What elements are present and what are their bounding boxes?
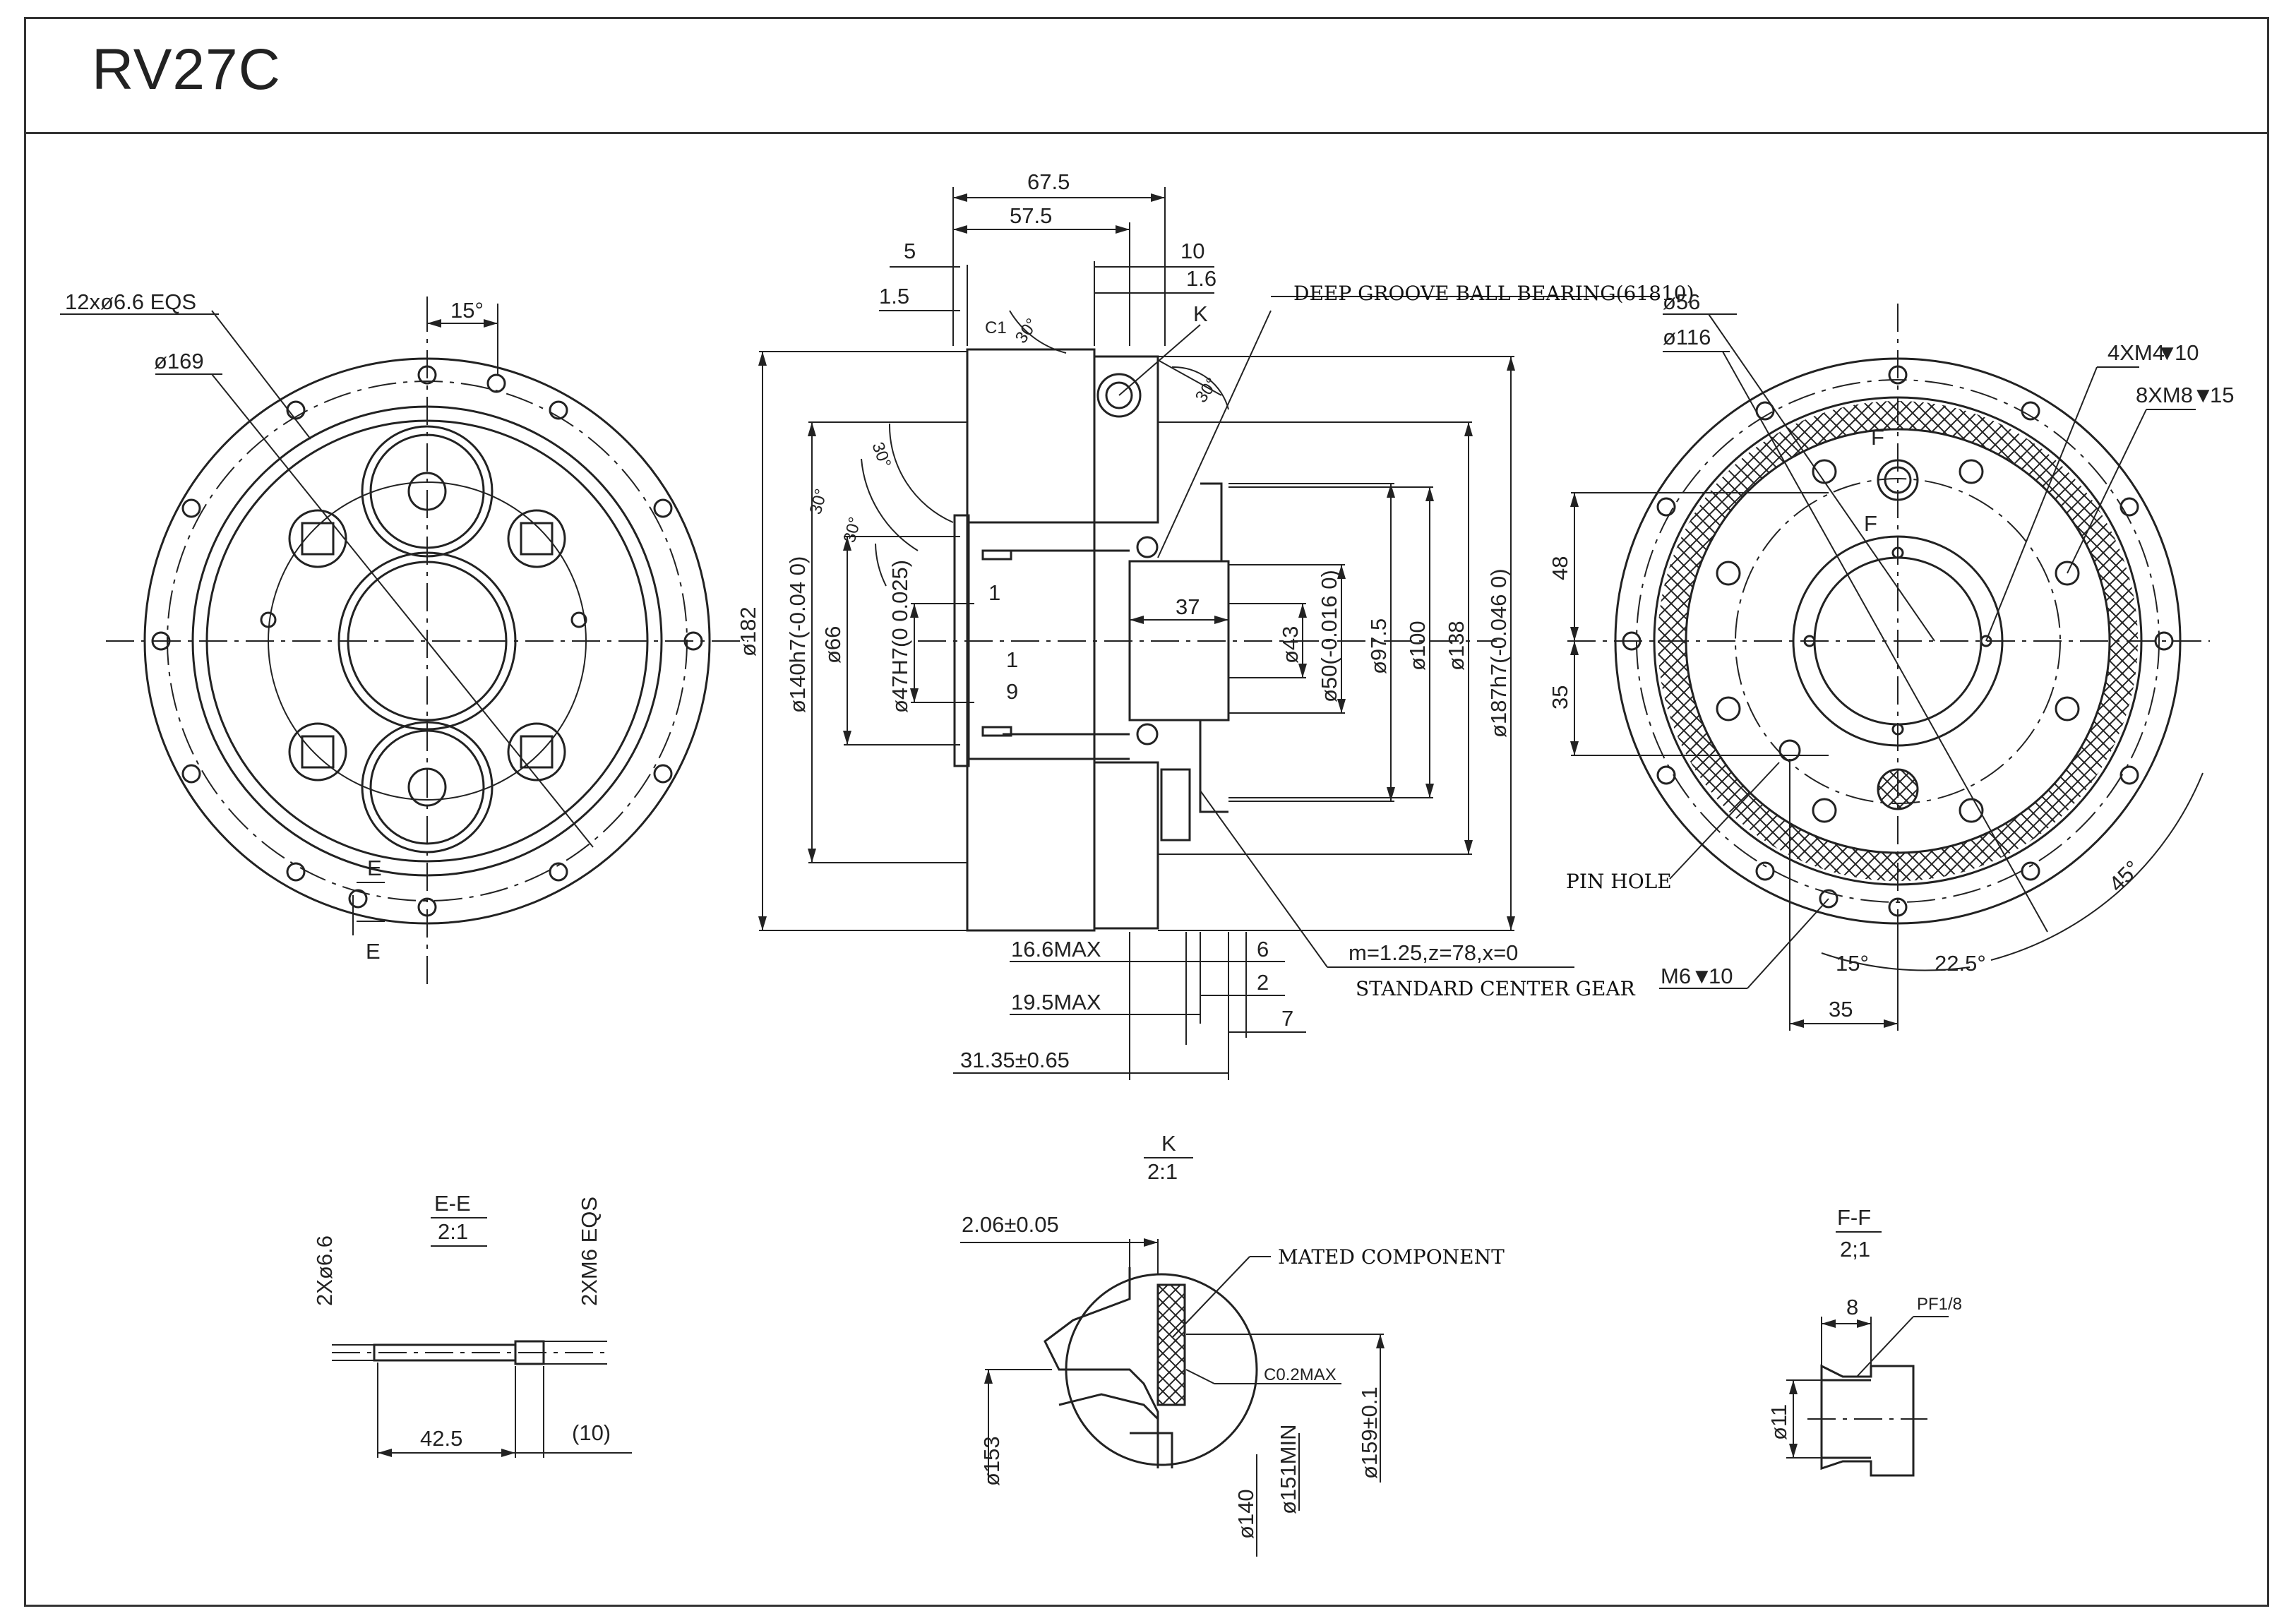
front-view [60,297,748,985]
dia-50: ø50(-0.016 0) [1317,570,1341,702]
rear-depth-4: 10 [2175,340,2199,365]
dia-138: ø138 [1444,621,1469,671]
k-dim-top: 2.06±0.05 [962,1212,1059,1237]
dim-1-6: 1.6 [1186,266,1216,291]
depth-symbol-8: ▼ [2192,383,2214,407]
rear-d56: ø56 [1663,289,1700,314]
ff-thread: PF1/8 [1917,1295,1962,1314]
k-d153: ø153 [979,1436,1004,1486]
dim-1-a: 1 [988,580,1000,605]
front-pcd-label: ø169 [154,349,204,373]
rear-dim-35-v: 35 [1548,685,1572,709]
dia-182: ø182 [736,606,760,657]
ee-right-label: 2XM6 EQS [577,1197,602,1306]
dim-2: 2 [1257,970,1269,995]
dim-1-5: 1.5 [879,284,909,309]
rear-section-mark-top: F [1871,425,1884,450]
depth-symbol-m6: ▼ [1691,964,1713,988]
dim-19-5-max: 19.5MAX [1011,990,1101,1014]
side-view [758,187,1659,1080]
dia-47h7: ø47H7(0 0.025) [887,560,912,713]
pin-hole-label: PIN HOLE [1566,870,1672,893]
drawing-title: RV27C [92,37,281,102]
ee-len: 42.5 [420,1426,462,1451]
dia-66: ø66 [820,626,845,664]
dim-5: 5 [904,239,916,263]
dim-31-35: 31.35±0.65 [960,1048,1070,1072]
detail-mark-k: K [1193,301,1208,326]
ff-name: F-F [1837,1205,1871,1230]
front-section-mark-top: E [367,856,382,880]
dim-16-6-max: 16.6MAX [1011,937,1101,962]
k-name: K [1161,1131,1176,1156]
front-angle-label: 15° [450,298,484,323]
dia-43: ø43 [1278,626,1303,664]
dia-97-5: ø97.5 [1366,618,1391,674]
title-bar [24,17,2269,134]
rear-dim-48: 48 [1548,556,1572,580]
ee-left-label: 2Xø6.6 [312,1235,337,1306]
rear-angle-45: 45° [2104,856,2145,897]
section-ff [1786,1231,1949,1477]
dim-10: 10 [1180,239,1204,263]
k-mated-label: MATED COMPONENT [1278,1245,1505,1269]
chamfer-c1: C1 [985,318,1007,337]
dim-7: 7 [1281,1006,1293,1031]
bearing-label: DEEP GROOVE BALL BEARING(61810) [1293,282,1694,305]
ff-dim-8: 8 [1846,1295,1858,1319]
section-ee [332,1217,632,1458]
rear-depth-8: 15 [2210,383,2234,407]
front-holes-callout: 12xø6.6 EQS [65,289,196,314]
angle-30-b: 30° [1192,374,1222,406]
ee-scale: 2:1 [438,1219,468,1244]
rear-holes-8: 8XM8 [2136,383,2193,407]
dia-100: ø100 [1405,621,1430,671]
rear-view [1567,304,2210,1031]
front-section-mark-bottom: E [366,939,381,964]
rear-tap-depth: 10 [1709,964,1733,988]
angle-30-d: 30° [806,487,831,517]
rear-d116: ø116 [1663,325,1711,349]
angle-30-e: 30° [840,515,865,545]
dia-187h7: ø187h7(-0.046 0) [1486,568,1511,738]
rear-angle-15: 15° [1836,951,1869,976]
ff-scale: 2;1 [1840,1237,1870,1262]
detail-k [960,1157,1385,1557]
dim-57-5: 57.5 [1010,203,1052,228]
rear-angle-22-5: 22.5° [1935,951,1986,976]
k-d159: ø159±0.1 [1357,1387,1382,1479]
drawing-frame [24,17,2269,1607]
gear-label: STANDARD CENTER GEAR [1356,977,1636,1000]
rear-dim-35-h: 35 [1829,997,1853,1022]
k-scale: 2:1 [1147,1159,1178,1184]
dim-9: 9 [1006,679,1018,704]
k-chamfer: C0.2MAX [1264,1365,1337,1384]
dia-140h7: ø140h7(-0.04 0) [785,556,810,713]
ee-ref: (10) [572,1420,611,1445]
dim-37: 37 [1176,594,1200,619]
gear-spec: m=1.25,z=78,x=0 [1349,940,1518,965]
rear-section-mark-mid: F [1864,511,1877,536]
k-d151: ø151MIN [1276,1425,1301,1514]
k-d140: ø140 [1233,1489,1258,1539]
dim-6: 6 [1257,937,1269,962]
depth-symbol-4: ▼ [2156,340,2178,365]
rear-tap: M6 [1661,964,1691,988]
ff-d11: ø11 [1766,1404,1791,1440]
dim-67-5: 67.5 [1027,169,1070,194]
ee-name: E-E [434,1191,471,1216]
dim-1-b: 1 [1006,647,1018,672]
rear-holes-4: 4XM4 [2107,340,2165,365]
